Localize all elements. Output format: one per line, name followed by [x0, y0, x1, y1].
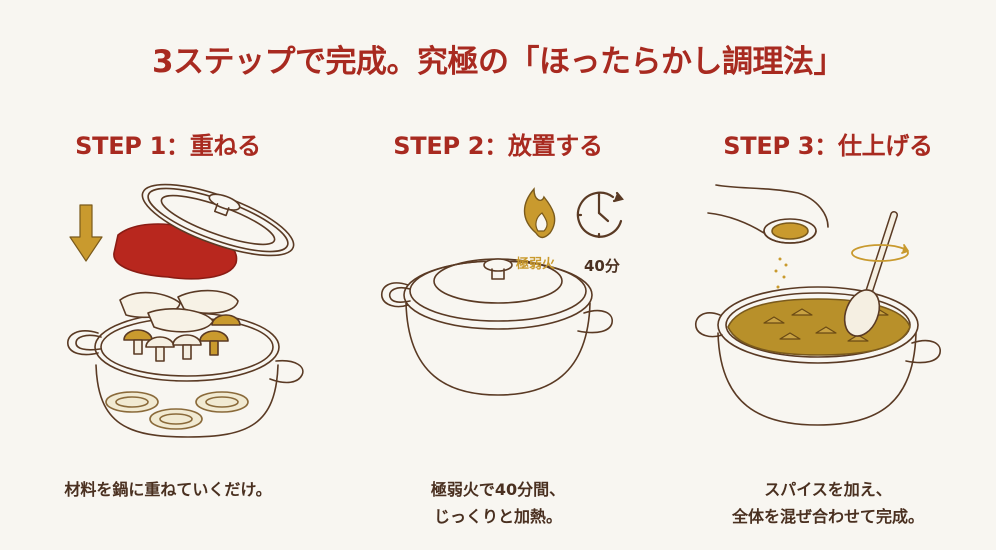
step-2-description: 極弱火で40分間、 じっくりと加熱。 [338, 476, 658, 530]
step-1-panel: STEP 1：重ねる [8, 120, 328, 540]
step-2-illustration: 極弱火 40分 [338, 175, 658, 455]
step-3-illustration [668, 175, 988, 455]
spice-stir-illustration [695, 184, 941, 426]
step-2-desc-line-2: じっくりと加熱。 [433, 507, 562, 526]
step-2-desc-line-1: 極弱火で40分間、 [430, 480, 566, 499]
step-3-heading: STEP 3：仕上げる [723, 132, 933, 160]
step-3-desc-line-2: 全体を混ぜ合わせて完成。 [731, 507, 924, 526]
step-2-heading: STEP 2：放置する [393, 132, 603, 160]
covered-pot-illustration [381, 187, 624, 396]
clock-icon [576, 191, 624, 239]
flame-label: 極弱火 [516, 257, 556, 272]
step-3-panel: STEP 3：仕上げる [668, 120, 988, 540]
step-1-desc-line-1: 材料を鍋に重ねていくだけ。 [64, 480, 272, 499]
down-arrow-icon [69, 204, 103, 262]
timer-label: 40分 [584, 257, 620, 275]
step-1-illustration [8, 175, 328, 455]
step-3-description: スパイスを加え、 全体を混ぜ合わせて完成。 [668, 476, 988, 530]
step-2-panel: STEP 2：放置する [338, 120, 658, 540]
step-3-desc-line-1: スパイスを加え、 [764, 480, 892, 499]
flame-icon [523, 187, 556, 239]
rotate-arrow-icon [851, 244, 909, 262]
layering-pot-illustration [67, 183, 304, 438]
page-title: 3ステップで完成。究極の「ほったらかし調理法」 [151, 44, 845, 80]
step-1-description: 材料を鍋に重ねていくだけ。 [8, 476, 328, 503]
step-1-heading: STEP 1：重ねる [75, 132, 261, 160]
